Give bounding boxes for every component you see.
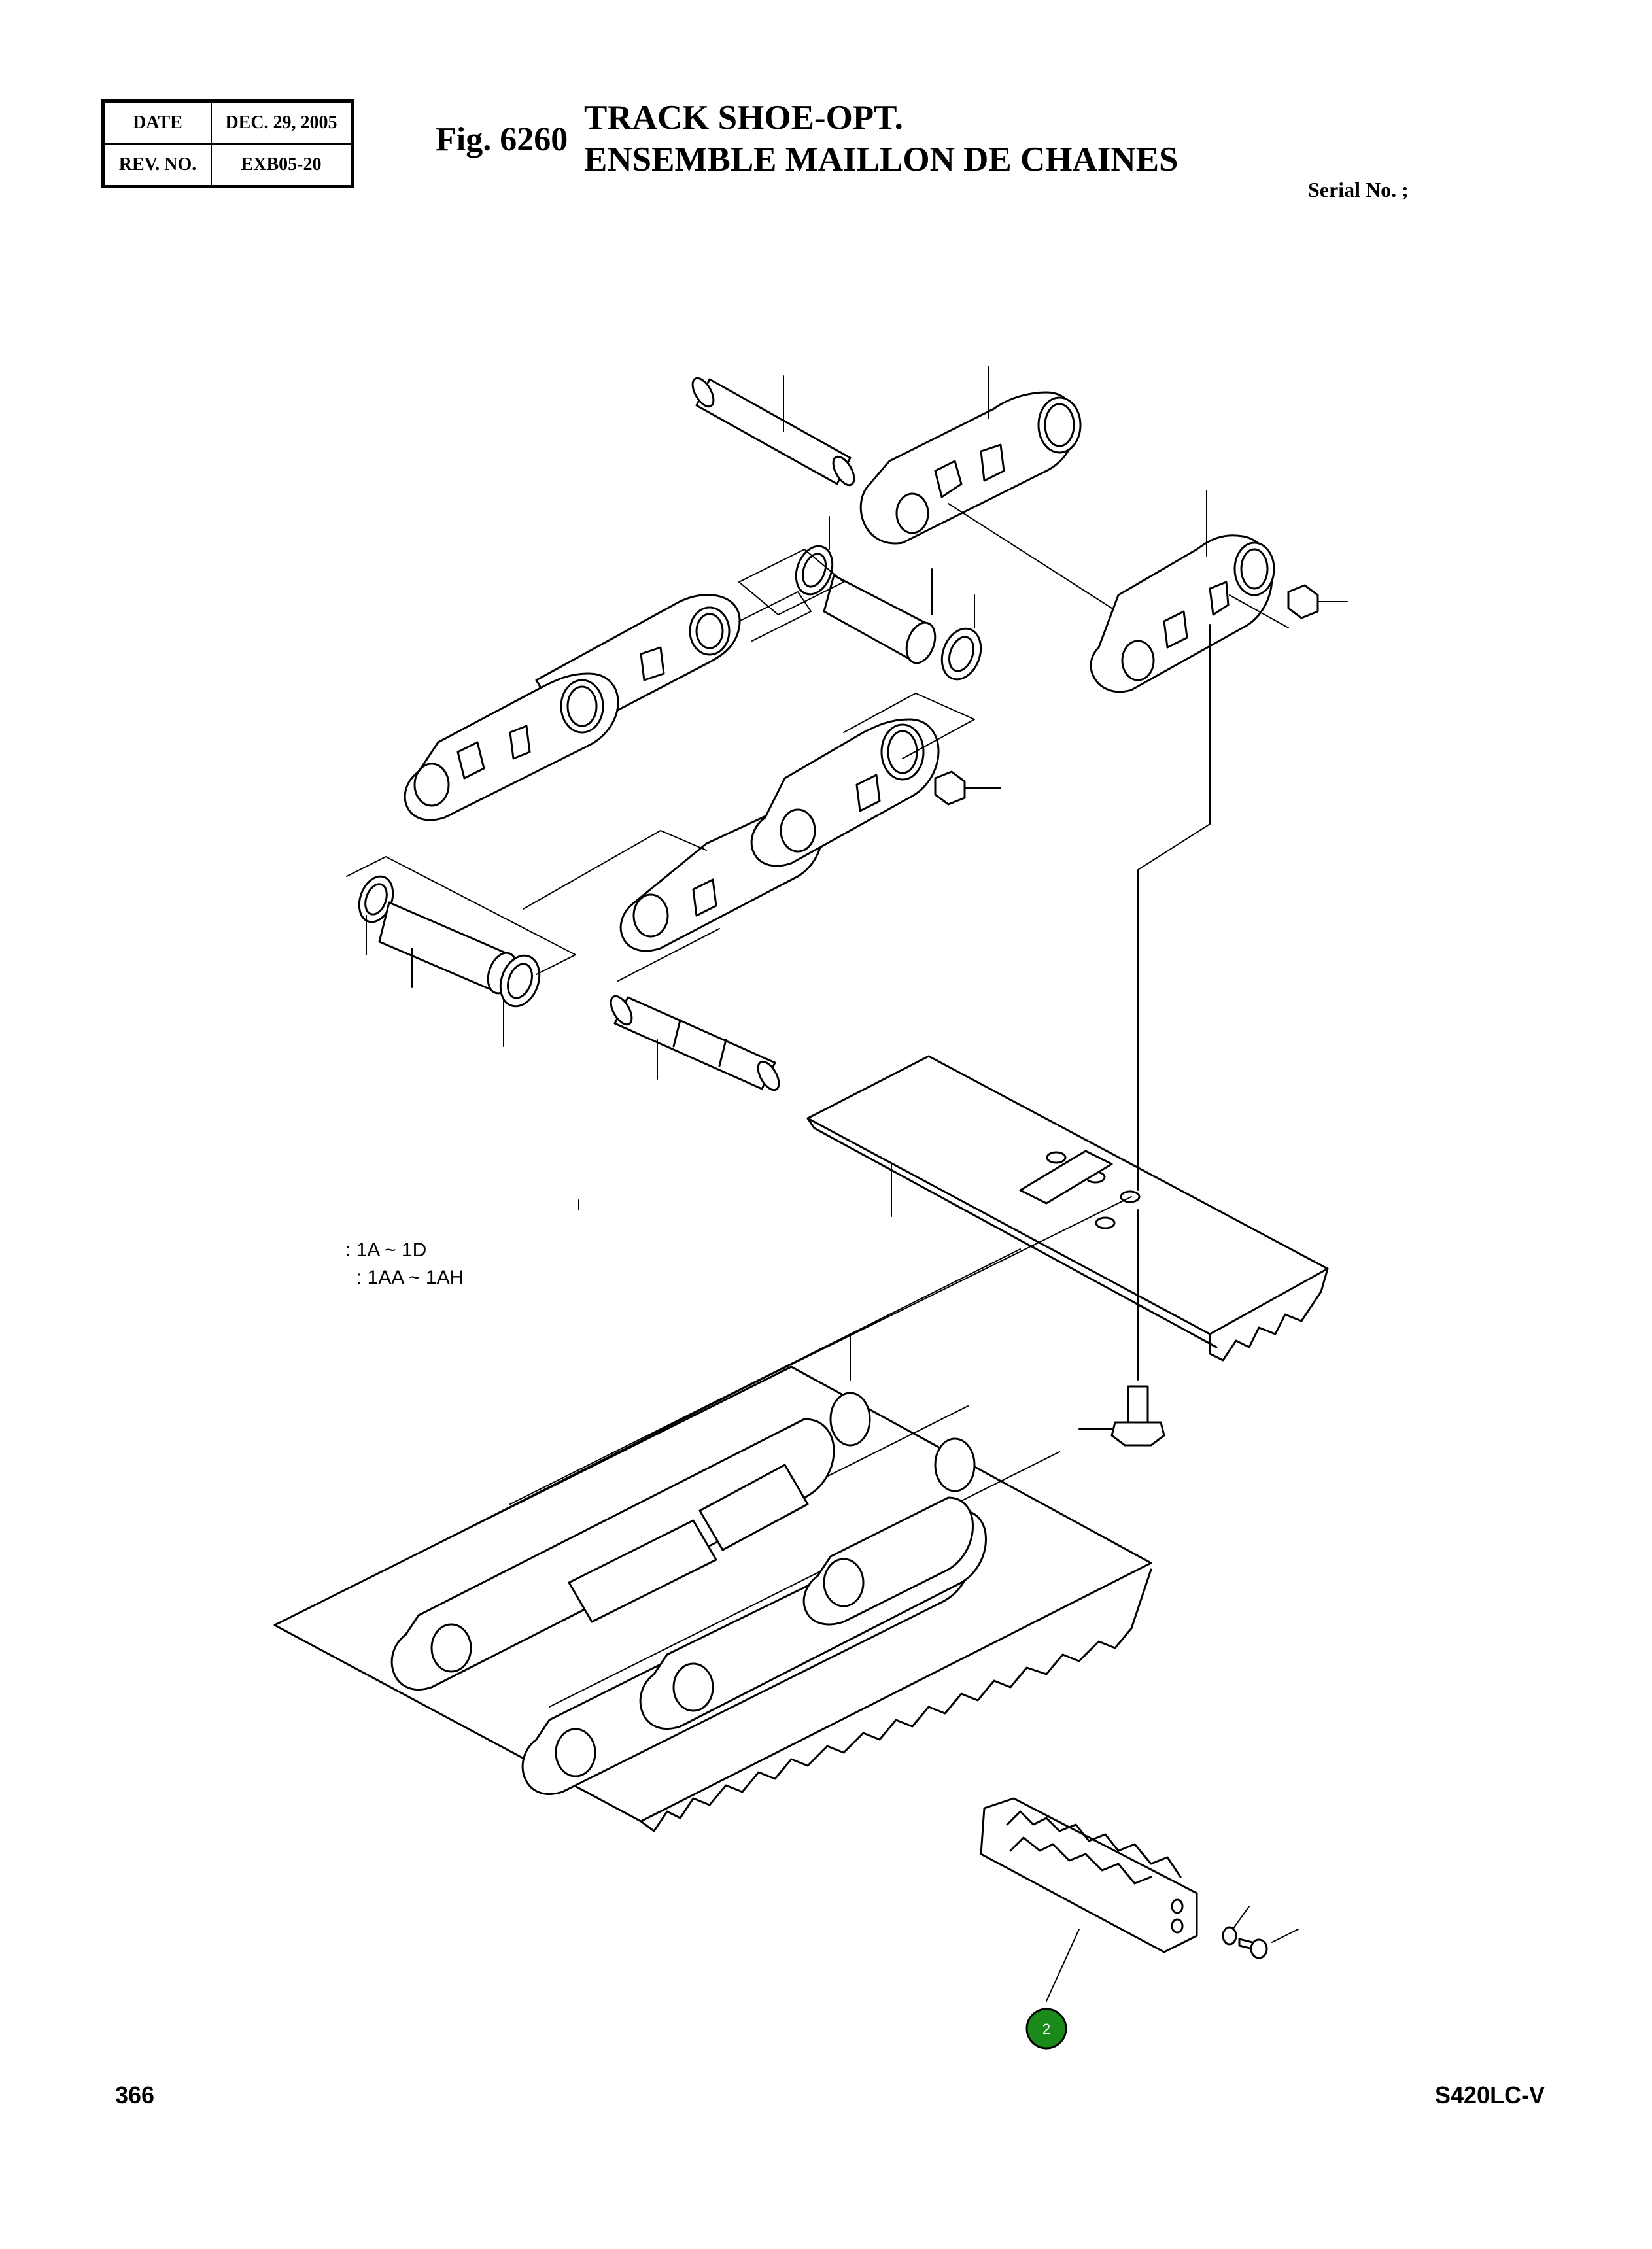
bolt-part (1078, 1385, 1165, 1447)
track-shoe-part (806, 1055, 1329, 1362)
leader-line (1137, 624, 1211, 1191)
date-label: DATE (102, 100, 212, 145)
nut-part (934, 770, 1001, 806)
leader-box (346, 856, 576, 975)
leader-line (738, 591, 812, 642)
revision-info-table: DATE DEC. 29, 2005 REV. NO. EXB05-20 (101, 99, 354, 188)
seal-part (358, 875, 394, 955)
track-link-part (859, 366, 1082, 545)
leader-line (523, 830, 707, 910)
variant-note: : 1AA ~ 1AH (356, 1267, 464, 1288)
seal-part (499, 954, 541, 1047)
master-pin-part (610, 928, 780, 1091)
date-value: DEC. 29, 2005 (211, 100, 353, 145)
track-link-part (404, 646, 665, 821)
figure-title-english: TRACK SHOE-OPT. (584, 99, 903, 137)
page-number: 366 (115, 2082, 155, 2108)
seal-part (940, 594, 982, 681)
bushing-part (823, 568, 937, 664)
seal-part (795, 516, 834, 596)
washer-part (1222, 1906, 1250, 1946)
figure-number: Fig. 6260 (436, 121, 568, 158)
revision-value: EXB05-20 (211, 143, 353, 188)
model-name: S420LC-V (1435, 2082, 1545, 2108)
svg-text:2: 2 (1042, 2021, 1050, 2037)
assembled-track-section (273, 1196, 1152, 1832)
grouser-guard-part (980, 1797, 1198, 2002)
screw-part (1238, 1929, 1299, 1959)
variant-note: : 1A ~ 1D (345, 1239, 427, 1261)
track-link-part (750, 718, 940, 867)
leader-line (843, 693, 975, 759)
part-callout-balloon[interactable]: 2 (1025, 2008, 1067, 2050)
serial-number-label: Serial No. ; (1308, 178, 1409, 201)
figure-title-french: ENSEMBLE MAILLON DE CHAINES (584, 141, 1179, 179)
nut-part (1229, 584, 1348, 628)
track-link-part (948, 490, 1275, 693)
revision-label: REV. NO. (102, 143, 212, 188)
leader-box (738, 549, 844, 615)
track-pin-part (691, 375, 855, 487)
